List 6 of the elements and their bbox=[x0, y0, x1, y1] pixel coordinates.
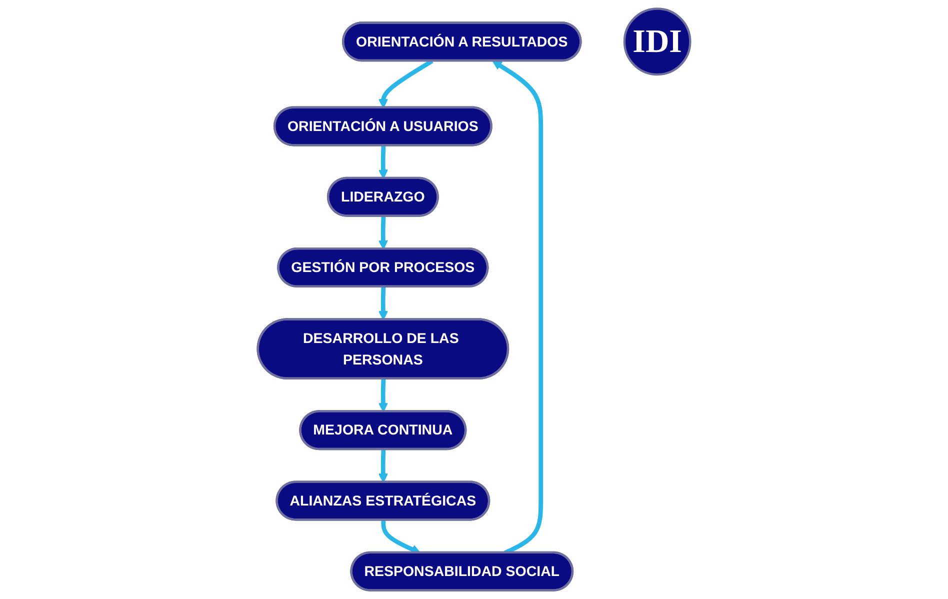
node-circle: IDI bbox=[623, 8, 692, 76]
arrow bbox=[378, 146, 388, 179]
arrow bbox=[378, 449, 388, 483]
arrow bbox=[378, 216, 388, 250]
arrow bbox=[378, 378, 388, 412]
arrow bbox=[378, 286, 388, 320]
